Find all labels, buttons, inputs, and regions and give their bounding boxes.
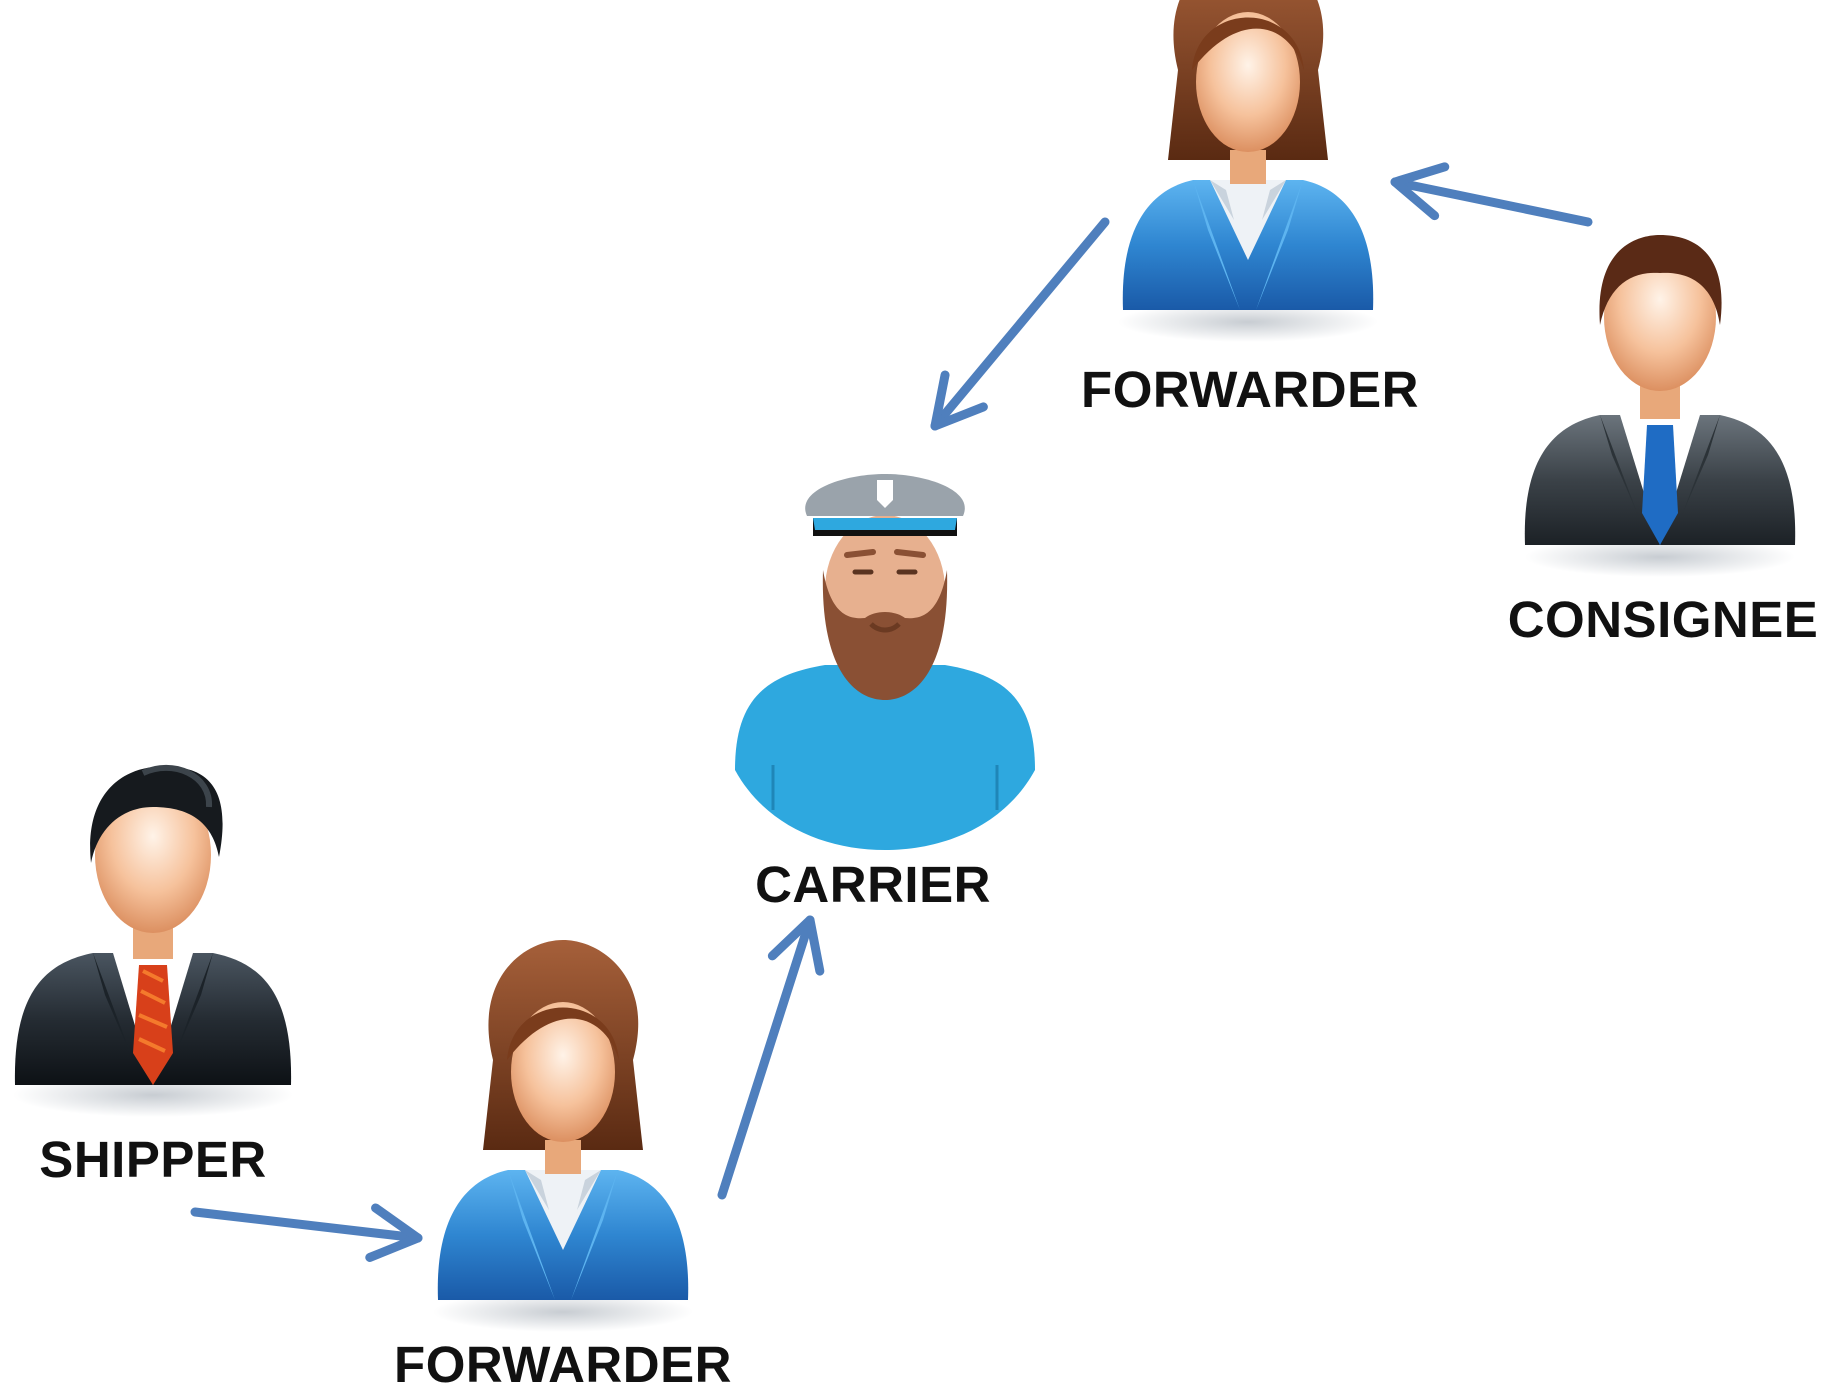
arrowhead xyxy=(930,370,988,431)
arrowhead xyxy=(1390,162,1450,221)
arrowhead xyxy=(365,1203,423,1262)
node-label-forwarder-origin: FORWARDER xyxy=(394,1336,732,1393)
businesswoman-icon xyxy=(1118,0,1378,342)
ship-captain-icon xyxy=(735,474,1035,850)
arrowhead xyxy=(767,915,825,976)
businessman-red-tie-icon xyxy=(13,764,293,1117)
arrow-forwarder_destination-to-carrier xyxy=(930,217,1110,431)
node-label-forwarder-destination: FORWARDER xyxy=(1081,361,1419,418)
node-label-shipper: SHIPPER xyxy=(39,1131,267,1188)
arrow-consignee-to-forwarder_destination xyxy=(1390,162,1593,227)
arrows-group xyxy=(190,162,1593,1262)
businesswoman-icon xyxy=(433,940,693,1332)
node-label-carrier: CARRIER xyxy=(755,856,991,913)
arrow-forwarder_origin-to-carrier xyxy=(717,915,825,1200)
arrow-shipper-to-forwarder_origin xyxy=(190,1203,423,1262)
node-label-consignee: CONSIGNEE xyxy=(1507,591,1819,648)
businessman-blue-tie-icon xyxy=(1524,235,1796,577)
